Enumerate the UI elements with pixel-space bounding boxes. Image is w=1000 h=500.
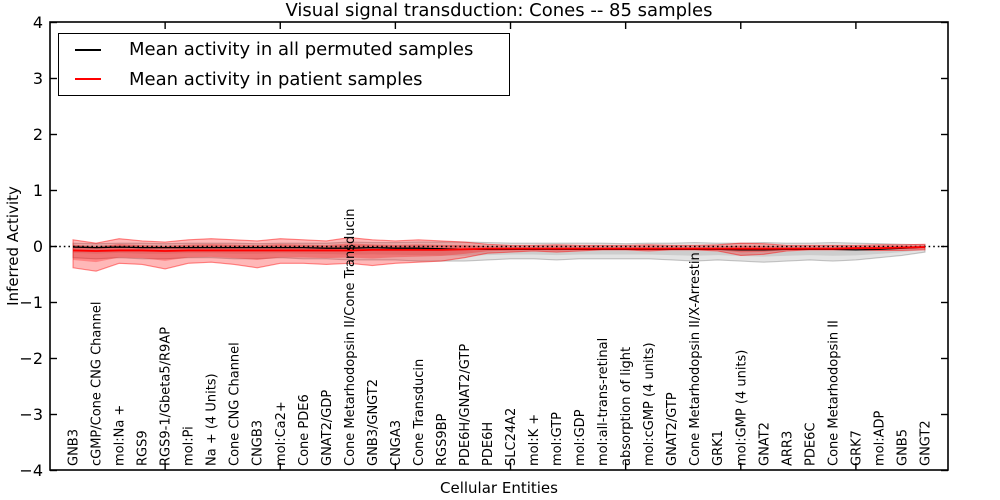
x-tick-label: Cone Transducin <box>412 359 427 466</box>
y-axis-label: Inferred Activity <box>4 186 22 306</box>
x-tick-label: GNB5 <box>895 429 910 466</box>
y-tick-label: 0 <box>33 237 43 256</box>
x-tick-label: Cone Metarhodopsin II/X-Arrestin <box>688 252 703 466</box>
patient-line-swatch <box>75 78 101 81</box>
y-tick-label: −1 <box>19 293 43 312</box>
x-tick-label: GNAT2/GTP <box>665 392 680 466</box>
x-tick-label: GNB3/GNGT2 <box>366 379 381 466</box>
x-tick-label: PDE6H/GNAT2/GTP <box>458 344 473 466</box>
x-tick-label: Cone Metarhodopsin II/Cone Transducin <box>343 209 358 467</box>
permuted-line-swatch <box>75 48 101 51</box>
x-tick-label: GNAT2 <box>757 422 772 466</box>
y-tick-label: 3 <box>33 69 43 88</box>
x-tick-label: mol:GMP (4 units) <box>734 350 749 466</box>
x-tick-label: Cone CNG Channel <box>228 342 243 466</box>
y-tick-label: 4 <box>33 13 43 32</box>
legend: Mean activity in all permuted samples Me… <box>58 33 510 96</box>
y-tick-label: 1 <box>33 181 43 200</box>
x-tick-label: mol:Pi <box>182 426 197 466</box>
x-tick-label: ARR3 <box>780 431 795 466</box>
x-tick-label: RGS9 <box>136 430 151 466</box>
x-tick-label: mol:ADP <box>872 410 887 466</box>
x-tick-label: SLC24A2 <box>504 408 519 466</box>
y-tick-label: −4 <box>19 461 43 480</box>
legend-label-permuted: Mean activity in all permuted samples <box>129 39 474 61</box>
x-tick-label: PDE6H <box>481 422 496 466</box>
x-tick-label: Cone PDE6 <box>297 394 312 466</box>
chart-title: Visual signal transduction: Cones -- 85 … <box>285 0 713 21</box>
x-tick-label: GNB3 <box>67 429 82 466</box>
x-tick-label: mol:all-trans-retinal <box>596 338 611 466</box>
x-tick-label: GNGT2 <box>918 420 933 466</box>
x-tick-label: mol:GTP <box>550 412 565 466</box>
x-tick-label: RGS9-1/Gbeta5/R9AP <box>159 327 174 466</box>
x-tick-label: PDE6C <box>803 423 818 466</box>
legend-item-permuted: Mean activity in all permuted samples <box>59 36 509 64</box>
x-axis-label: Cellular Entities <box>440 479 558 497</box>
x-tick-label: GNAT2/GDP <box>320 390 335 466</box>
x-tick-label: GRK7 <box>849 430 864 466</box>
x-tick-label: Cone Metarhodopsin II <box>826 320 841 466</box>
legend-item-patient: Mean activity in patient samples <box>59 65 509 93</box>
y-tick-label: −2 <box>19 349 43 368</box>
y-tick-label: 2 <box>33 125 43 144</box>
y-tick-label: −3 <box>19 405 43 424</box>
patient-mean-line <box>73 246 925 252</box>
x-tick-label: absorption of light <box>619 347 634 466</box>
x-tick-label: Na + (4 Units) <box>205 373 220 466</box>
x-tick-label: CNGA3 <box>389 420 404 466</box>
x-tick-label: mol:Na + <box>113 405 128 466</box>
legend-label-patient: Mean activity in patient samples <box>129 68 423 90</box>
x-tick-label: GRK1 <box>711 430 726 466</box>
x-tick-label: mol:cGMP (4 units) <box>642 342 657 466</box>
x-tick-label: mol:K + <box>527 414 542 466</box>
x-tick-label: mol:GDP <box>573 409 588 466</box>
x-tick-label: cGMP/Cone CNG Channel <box>90 302 105 466</box>
x-tick-label: mol:Ca2+ <box>274 401 289 466</box>
x-tick-label: RGS9BP <box>435 413 450 466</box>
x-tick-label: CNGB3 <box>251 420 266 466</box>
